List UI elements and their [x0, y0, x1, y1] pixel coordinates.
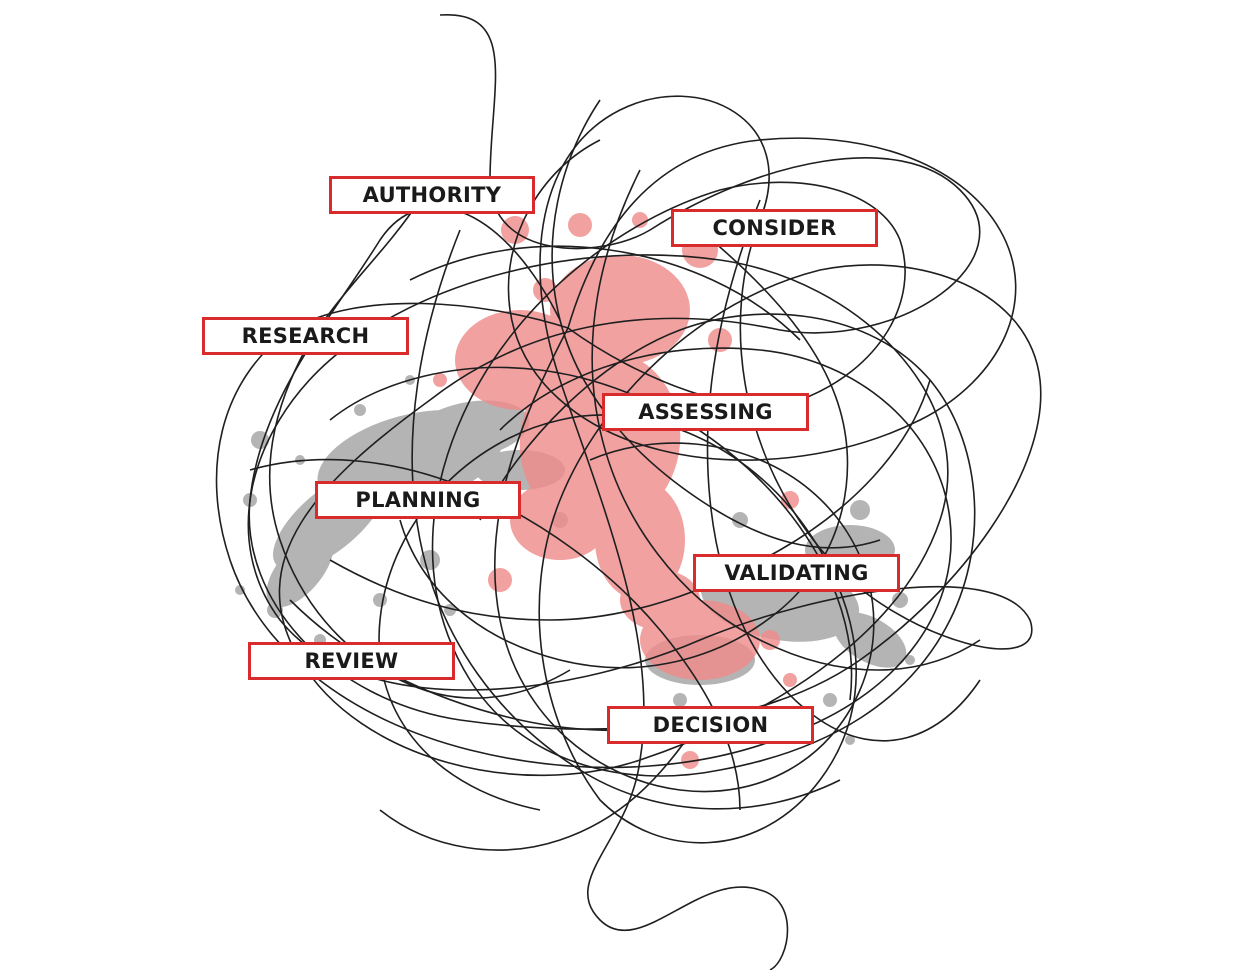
label-assessing: ASSESSING [602, 393, 809, 431]
label-decision: DECISION [607, 706, 814, 744]
label-authority: AUTHORITY [329, 176, 535, 214]
label-consider: CONSIDER [671, 209, 878, 247]
label-review: REVIEW [248, 642, 455, 680]
label-planning: PLANNING [315, 481, 521, 519]
label-validating: VALIDATING [693, 554, 900, 592]
label-research: RESEARCH [202, 317, 409, 355]
